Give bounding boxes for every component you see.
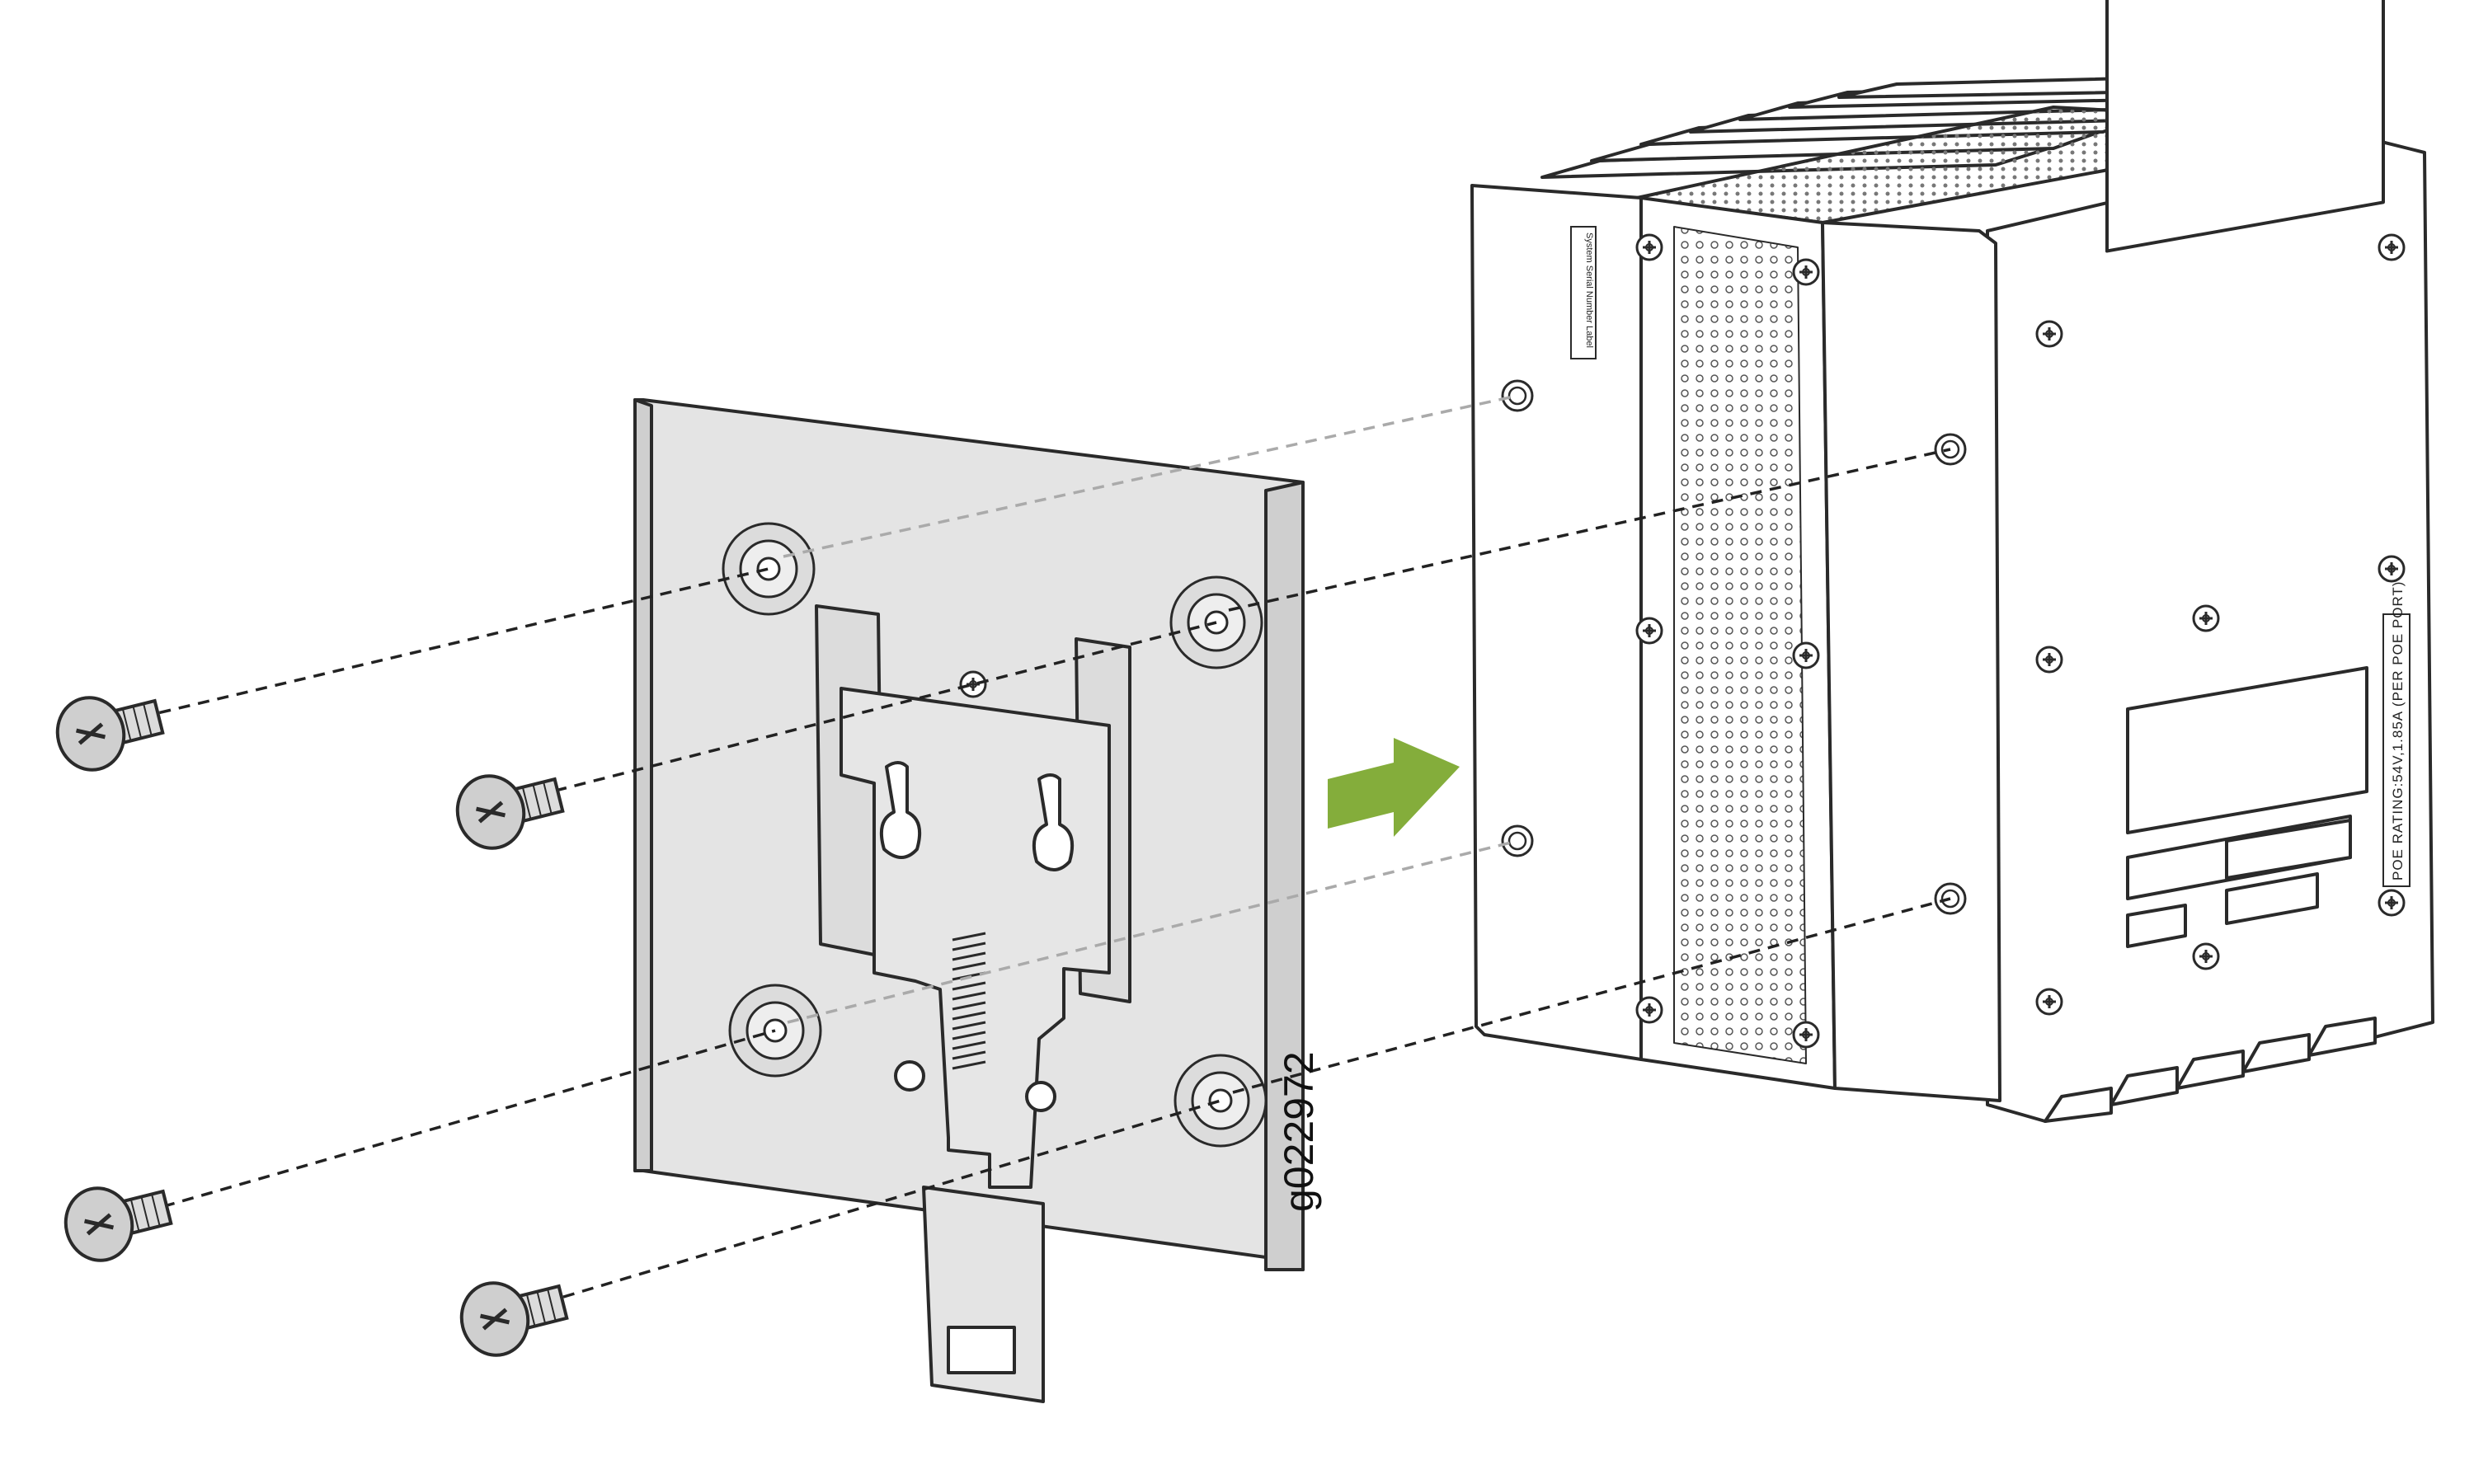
mount-hole-icon	[1501, 379, 1534, 412]
poe-rating-label: POE RATING:54V,1.85A (PER POE PORT)	[2382, 581, 2411, 887]
bottom-fins	[2044, 1017, 2377, 1123]
mount-hole-icon	[1501, 824, 1534, 857]
phillips-screw-icon	[63, 1186, 173, 1262]
phillips-screw-icon	[455, 774, 565, 850]
svg-text:POE RATING:54V,1.85A (PER POE: POE RATING:54V,1.85A (PER POE PORT)	[2390, 581, 2406, 881]
figure-id: g022972	[1276, 1051, 1322, 1212]
phillips-screw-icon	[2035, 988, 2063, 1016]
direction-arrow-icon	[1328, 738, 1460, 837]
phillips-screw-icon	[459, 1281, 569, 1357]
phillips-screw-icon	[2192, 604, 2220, 632]
phillips-screw-icon	[1792, 258, 1820, 286]
alignment-line	[143, 1029, 776, 1214]
alignment-line	[783, 394, 1518, 558]
alignment-line	[787, 839, 1518, 1024]
loose-screws	[55, 696, 569, 1357]
alignment-line	[1228, 448, 1951, 612]
alignment-lines	[139, 394, 1951, 1304]
phillips-screw-icon	[55, 696, 165, 772]
side-label-area	[2105, 0, 2385, 253]
keyhole-slot	[1032, 773, 1074, 871]
plate-mount-holes	[722, 522, 1268, 1148]
keyhole-slot	[880, 761, 921, 859]
alignment-line	[139, 567, 769, 719]
phillips-screw-icon	[2378, 233, 2406, 261]
phillips-screw-icon	[1792, 641, 1820, 669]
phillips-screw-icon	[2378, 889, 2406, 917]
device-front-left-panel	[1470, 184, 1643, 1061]
alignment-line	[1232, 897, 1951, 1094]
phillips-screw-icon	[1792, 1021, 1820, 1049]
svg-text:System Serial Number Label: System Serial Number Label	[1584, 232, 1594, 348]
phillips-screw-icon	[1635, 233, 1663, 261]
side-label-block	[2126, 666, 2368, 834]
phillips-screw-icon	[2378, 555, 2406, 583]
phillips-screw-icon	[2192, 942, 2220, 970]
serial-number-label: System Serial Number Label	[1570, 226, 1597, 359]
device-chassis	[1470, 0, 2434, 1123]
phillips-screw-icon	[1635, 996, 1663, 1024]
phillips-screw-icon	[1635, 617, 1663, 645]
alignment-line	[535, 621, 1217, 797]
device-front-right-panel	[1821, 221, 2001, 1102]
phillips-screw-icon	[2035, 646, 2063, 674]
phillips-screw-icon	[2035, 320, 2063, 348]
